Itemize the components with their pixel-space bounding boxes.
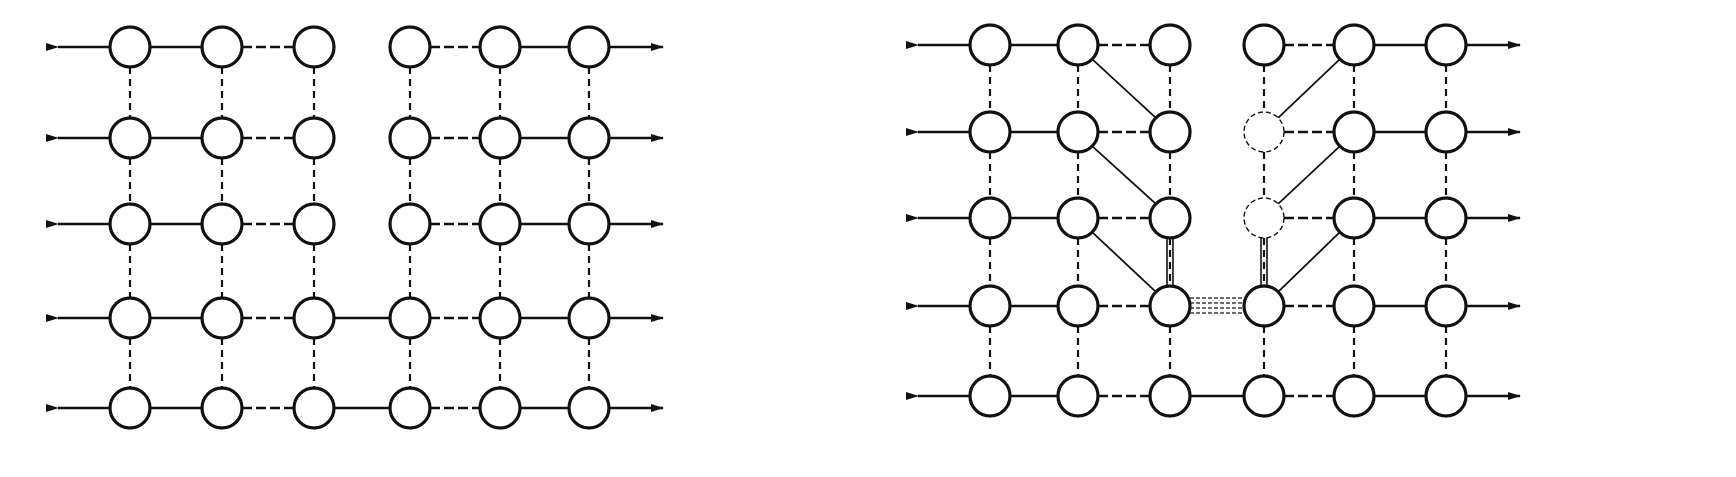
atom — [108, 296, 152, 340]
atom — [200, 25, 244, 69]
atom — [200, 116, 244, 160]
atom — [200, 386, 244, 430]
atom — [200, 296, 244, 340]
atom — [1424, 23, 1468, 67]
right-lattice-diagram — [906, 23, 1521, 418]
diagonal-bond — [1091, 231, 1157, 293]
atom — [1242, 23, 1286, 67]
atom — [388, 25, 432, 69]
atom — [1424, 284, 1468, 328]
atom — [478, 386, 522, 430]
atom — [1424, 110, 1468, 154]
atom — [1332, 110, 1376, 154]
atom — [1056, 196, 1100, 240]
atom — [567, 202, 611, 246]
atom — [968, 110, 1012, 154]
atom — [108, 386, 152, 430]
atom — [1056, 110, 1100, 154]
diagonal-bond — [1277, 58, 1341, 119]
atom — [1332, 23, 1376, 67]
atom — [388, 116, 432, 160]
atom — [1148, 196, 1192, 240]
atom — [567, 116, 611, 160]
atom — [108, 116, 152, 160]
diagonal-bond — [1277, 231, 1341, 293]
atom — [200, 202, 244, 246]
atom — [292, 202, 336, 246]
atom — [1242, 284, 1286, 328]
atom — [292, 296, 336, 340]
atom — [1332, 374, 1376, 418]
atom — [567, 25, 611, 69]
left-lattice-diagram — [46, 25, 664, 430]
atom — [1148, 374, 1192, 418]
atom — [968, 196, 1012, 240]
atom — [292, 25, 336, 69]
atom — [108, 202, 152, 246]
diagonal-bond — [1091, 145, 1157, 205]
atom — [1148, 23, 1192, 67]
atom — [388, 386, 432, 430]
atom — [1148, 284, 1192, 328]
atom — [388, 296, 432, 340]
atom — [1424, 374, 1468, 418]
atom — [1332, 196, 1376, 240]
atom — [1242, 374, 1286, 418]
atom — [968, 374, 1012, 418]
atom — [1056, 374, 1100, 418]
atom — [1424, 196, 1468, 240]
atom — [1243, 111, 1285, 153]
atom — [1056, 23, 1100, 67]
diagonal-bond — [1091, 58, 1157, 119]
diagonal-bond — [1277, 145, 1341, 205]
atom — [292, 116, 336, 160]
atom — [388, 202, 432, 246]
atom — [478, 25, 522, 69]
atom — [1243, 197, 1285, 239]
atom — [1148, 110, 1192, 154]
atom — [968, 23, 1012, 67]
atom — [567, 386, 611, 430]
atom — [478, 296, 522, 340]
atom — [567, 296, 611, 340]
atom — [292, 386, 336, 430]
atom — [478, 116, 522, 160]
atom — [1056, 284, 1100, 328]
atom — [1332, 284, 1376, 328]
atom — [478, 202, 522, 246]
atom — [968, 284, 1012, 328]
atom — [108, 25, 152, 69]
